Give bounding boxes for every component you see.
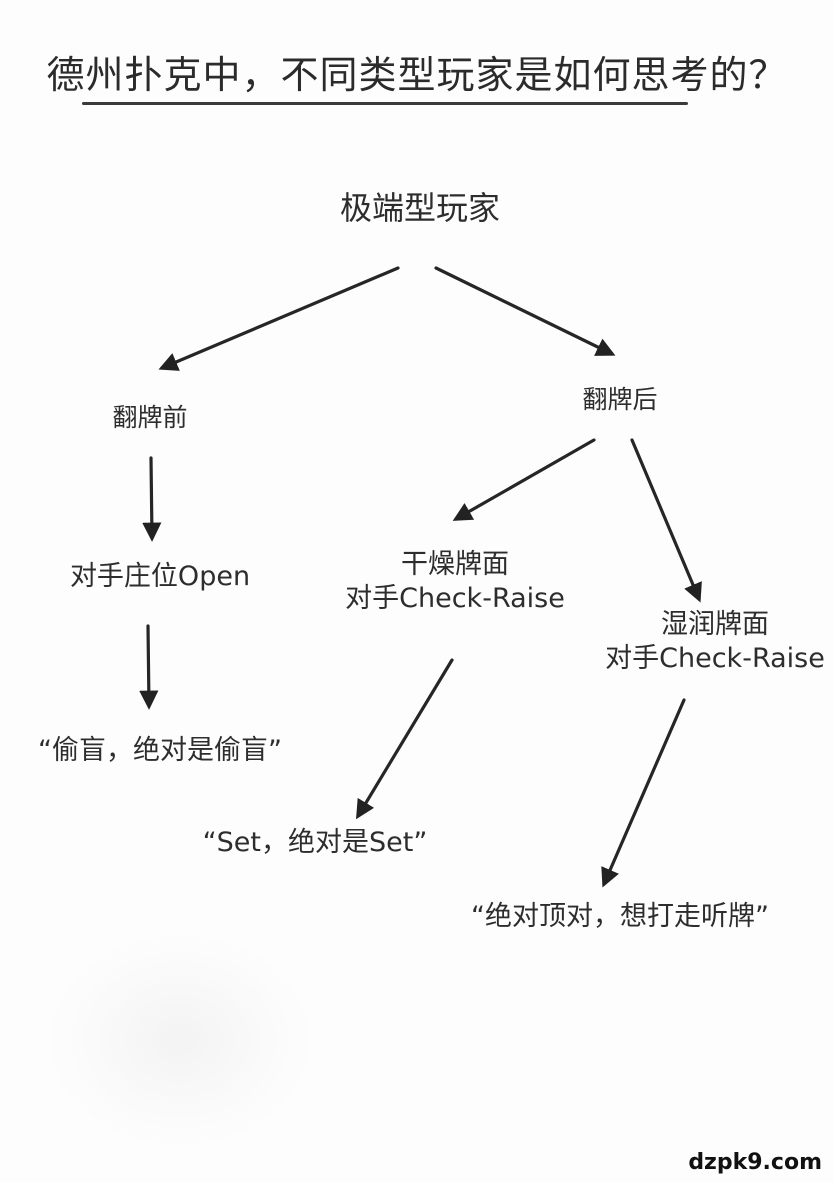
edge-postflop-wet — [630, 438, 702, 603]
edge-root-preflop — [158, 266, 400, 371]
node-extreme-player: 极端型玩家 — [300, 188, 540, 228]
edge-open-steal — [139, 624, 159, 710]
node-button-open-label: 对手庄位Open — [69, 561, 251, 592]
node-preflop-label: 翻牌前 — [112, 403, 188, 432]
node-top-pair-label: “绝对顶对，想打走听牌” — [471, 901, 769, 932]
node-button-open: 对手庄位Open — [40, 560, 280, 594]
node-dry-board-line-2: 对手Check-Raise — [345, 582, 565, 614]
node-steal-blinds-label: “偷盲，绝对是偷盲” — [38, 735, 282, 766]
edge-root-postflop — [434, 266, 616, 356]
node-set: “Set，绝对是Set” — [200, 826, 430, 860]
node-wet-board-line-2: 对手Check-Raise — [605, 642, 825, 674]
edge-wet-top — [601, 698, 686, 888]
site-watermark: dzpk9.com — [686, 1150, 824, 1175]
node-postflop-label: 翻牌后 — [582, 385, 658, 414]
edge-postflop-dry — [452, 438, 596, 521]
node-wet-board: 湿润牌面 对手Check-Raise — [600, 608, 830, 676]
node-postflop: 翻牌后 — [540, 384, 700, 415]
node-extreme-player-label: 极端型玩家 — [339, 189, 500, 227]
node-dry-board-line-1: 干燥牌面 — [401, 549, 509, 580]
node-set-label: “Set，绝对是Set” — [202, 827, 428, 858]
edge-dry-set — [356, 658, 454, 820]
node-steal-blinds: “偷盲，绝对是偷盲” — [20, 734, 300, 768]
title-underline — [82, 102, 688, 105]
page-title: 德州扑克中，不同类型玩家是如何思考的？ — [46, 53, 788, 97]
node-preflop: 翻牌前 — [70, 402, 230, 433]
edge-preflop-open — [142, 456, 162, 542]
node-top-pair: “绝对顶对，想打走听牌” — [440, 900, 800, 934]
background-smudge — [50, 935, 310, 1145]
node-wet-board-line-1: 湿润牌面 — [661, 609, 769, 640]
node-dry-board: 干燥牌面 对手Check-Raise — [330, 548, 580, 616]
